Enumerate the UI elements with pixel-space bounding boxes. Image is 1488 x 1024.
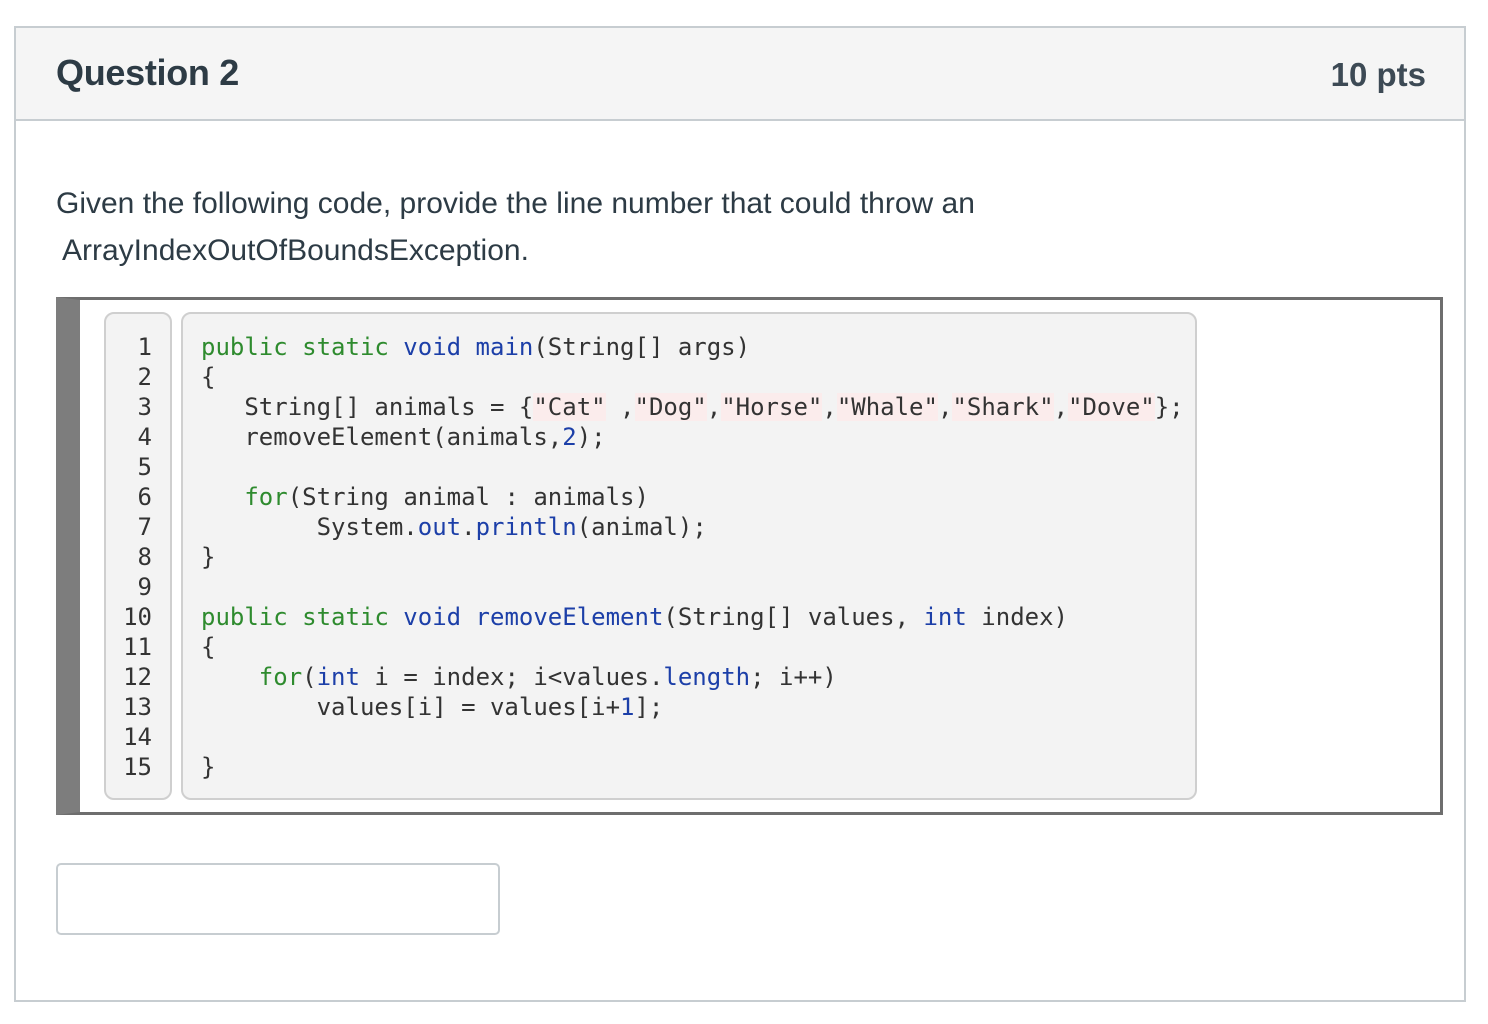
code-token: { — [201, 363, 216, 391]
line-number: 10 — [123, 603, 152, 631]
code-token: String[] animals = { — [201, 393, 534, 421]
code-token: length — [663, 663, 751, 691]
question-text-line-2: ArrayIndexOutOfBoundsException. — [62, 234, 529, 267]
line-number: 13 — [123, 693, 152, 721]
code-line: public static void removeElement(String[… — [201, 602, 1184, 632]
code-line — [201, 722, 1184, 752]
code-token: } — [201, 543, 216, 571]
code-token: { — [201, 633, 216, 661]
code-token: , — [1053, 393, 1069, 421]
line-number: 12 — [123, 663, 152, 691]
code-line: } — [201, 542, 1184, 572]
code-token: }; — [1154, 393, 1184, 421]
code-token: "Dog" — [634, 393, 707, 421]
code-token: int — [316, 663, 360, 691]
line-number: 11 — [123, 633, 152, 661]
code-line: for(String animal : animals) — [201, 482, 1184, 512]
code-token: (animal); — [576, 513, 707, 541]
question-text: Given the following code, provide the li… — [56, 180, 1156, 274]
code-line: for(int i = index; i<values.length; i++) — [201, 662, 1184, 692]
code-token: int — [923, 603, 967, 631]
code-token: public static — [201, 333, 404, 361]
code-token: i = index; i<values. — [359, 663, 664, 691]
code-line — [201, 572, 1184, 602]
line-number: 14 — [123, 723, 152, 751]
code-token: println — [475, 513, 577, 541]
code-token: System. — [201, 513, 418, 541]
code-lines: public static void main(String[] args){ … — [201, 332, 1184, 782]
code-token: public static — [201, 603, 404, 631]
code-token: values[i] = values[i+ — [201, 693, 621, 721]
question-card: Question 2 10 pts Given the following co… — [14, 26, 1466, 1002]
code-token: , — [937, 393, 953, 421]
code-area: public static void main(String[] args){ … — [181, 312, 1197, 800]
code-token: "Cat" — [533, 393, 606, 421]
code-token: . — [461, 513, 476, 541]
answer-input[interactable] — [56, 863, 500, 935]
code-line — [201, 452, 1184, 482]
line-number: 1 — [137, 333, 152, 361]
code-token: (String[] args) — [533, 333, 751, 361]
question-text-line-1: Given the following code, provide the li… — [56, 187, 975, 220]
code-token: (String[] values, — [663, 603, 924, 631]
code-token: 2 — [562, 423, 577, 451]
code-line: System.out.println(animal); — [201, 512, 1184, 542]
question-points: 10 pts — [1330, 56, 1426, 93]
code-token: 1 — [620, 693, 635, 721]
code-line: } — [201, 752, 1184, 782]
code-line: values[i] = values[i+1]; — [201, 692, 1184, 722]
code-token: removeElement — [475, 603, 664, 631]
code-token: ( — [302, 663, 317, 691]
code-token: for — [244, 483, 288, 511]
code-line: { — [201, 632, 1184, 662]
code-token: "Dove" — [1068, 393, 1155, 421]
question-header: Question 2 10 pts — [16, 28, 1464, 121]
code-token: "Shark" — [952, 393, 1054, 421]
code-token: "Whale" — [836, 393, 938, 421]
code-token: ); — [576, 423, 606, 451]
code-token: (String animal : animals) — [287, 483, 649, 511]
code-token: void — [403, 333, 476, 361]
code-token: void — [403, 603, 476, 631]
line-number: 6 — [137, 483, 152, 511]
line-number: 3 — [137, 393, 152, 421]
line-number: 7 — [137, 513, 152, 541]
code-line: { — [201, 362, 1184, 392]
line-number: 4 — [137, 423, 152, 451]
code-token: ]; — [634, 693, 664, 721]
code-token: , — [605, 393, 635, 421]
line-number: 9 — [137, 573, 152, 601]
code-token: out — [417, 513, 462, 541]
code-token: , — [822, 393, 837, 421]
code-token — [201, 663, 259, 691]
code-token: for — [258, 663, 303, 691]
line-number: 8 — [137, 543, 152, 571]
code-token: } — [201, 753, 216, 781]
code-line: public static void main(String[] args) — [201, 332, 1184, 362]
line-number: 15 — [123, 753, 152, 781]
code-token: "Horse" — [721, 393, 823, 421]
code-token: removeElement(animals, — [201, 423, 563, 451]
code-token — [201, 483, 244, 511]
code-token: ; i++) — [750, 663, 837, 691]
line-number: 2 — [137, 363, 152, 391]
question-title: Question 2 — [56, 52, 240, 93]
code-token: main — [475, 333, 534, 361]
code-line: String[] animals = {"Cat" ,"Dog","Horse"… — [201, 392, 1184, 422]
code-token: , — [706, 393, 722, 421]
code-line: removeElement(animals,2); — [201, 422, 1184, 452]
code-token: index) — [966, 603, 1068, 631]
line-number: 5 — [137, 453, 152, 481]
